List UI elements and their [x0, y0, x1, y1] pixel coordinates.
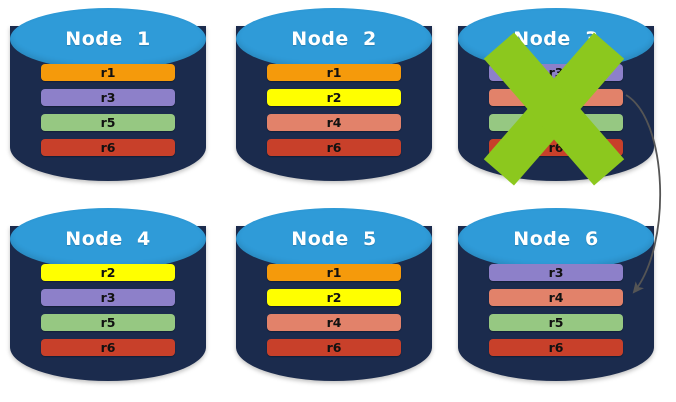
record-bar-r6[interactable]: r6 — [489, 339, 623, 356]
record-bar-r5[interactable]: r5 — [489, 314, 623, 331]
database-node-4[interactable]: Node 4 r2 r3 r5 r6 — [10, 208, 206, 390]
record-bar-r3[interactable]: r3 — [41, 289, 175, 306]
record-bar-r2[interactable]: r2 — [41, 264, 175, 281]
record-list: r1 r3 r5 r6 — [41, 64, 175, 156]
record-bar-r3[interactable]: r3 — [489, 264, 623, 281]
record-bar-r4[interactable]: r4 — [267, 314, 401, 331]
record-bar-r5[interactable]: r5 — [41, 314, 175, 331]
record-bar-r6[interactable]: r6 — [267, 139, 401, 156]
record-bar-r6[interactable]: r6 — [489, 139, 623, 156]
record-bar-r6[interactable]: r6 — [41, 139, 175, 156]
node-label: Node 2 — [291, 28, 377, 50]
node-label: Node 6 — [513, 228, 599, 250]
cylinder-top-icon — [10, 8, 206, 70]
cylinder-top-icon — [458, 208, 654, 270]
node-label: Node 5 — [291, 228, 377, 250]
record-list: r3 r4 r5 r6 — [489, 264, 623, 356]
record-list: r1 r2 r4 r6 — [267, 64, 401, 156]
record-list: r3 r4 r5 r6 — [489, 64, 623, 156]
record-bar-r6[interactable]: r6 — [41, 339, 175, 356]
database-node-6[interactable]: Node 6 r3 r4 r5 r6 — [458, 208, 654, 390]
record-list: r2 r3 r5 r6 — [41, 264, 175, 356]
record-bar-r3[interactable]: r3 — [41, 89, 175, 106]
cylinder-top-icon — [236, 208, 432, 270]
record-bar-r3[interactable]: r3 — [489, 64, 623, 81]
record-bar-r5[interactable]: r5 — [41, 114, 175, 131]
record-bar-r4[interactable]: r4 — [489, 289, 623, 306]
record-list: r1 r2 r4 r6 — [267, 264, 401, 356]
record-bar-r2[interactable]: r2 — [267, 89, 401, 106]
database-node-5[interactable]: Node 5 r1 r2 r4 r6 — [236, 208, 432, 390]
node-label: Node 3 — [513, 28, 599, 50]
cylinder-top-icon — [236, 8, 432, 70]
record-bar-r1[interactable]: r1 — [267, 64, 401, 81]
cylinder-top-icon — [10, 208, 206, 270]
record-bar-r2[interactable]: r2 — [267, 289, 401, 306]
record-bar-r4[interactable]: r4 — [267, 114, 401, 131]
database-node-3[interactable]: Node 3 r3 r4 r5 r6 — [458, 8, 654, 190]
node-label: Node 4 — [65, 228, 151, 250]
record-bar-r1[interactable]: r1 — [41, 64, 175, 81]
database-node-2[interactable]: Node 2 r1 r2 r4 r6 — [236, 8, 432, 190]
database-node-1[interactable]: Node 1 r1 r3 r5 r6 — [10, 8, 206, 190]
node-label: Node 1 — [65, 28, 151, 50]
record-bar-r6[interactable]: r6 — [267, 339, 401, 356]
record-bar-r4[interactable]: r4 — [489, 89, 623, 106]
record-bar-r5[interactable]: r5 — [489, 114, 623, 131]
record-bar-r1[interactable]: r1 — [267, 264, 401, 281]
